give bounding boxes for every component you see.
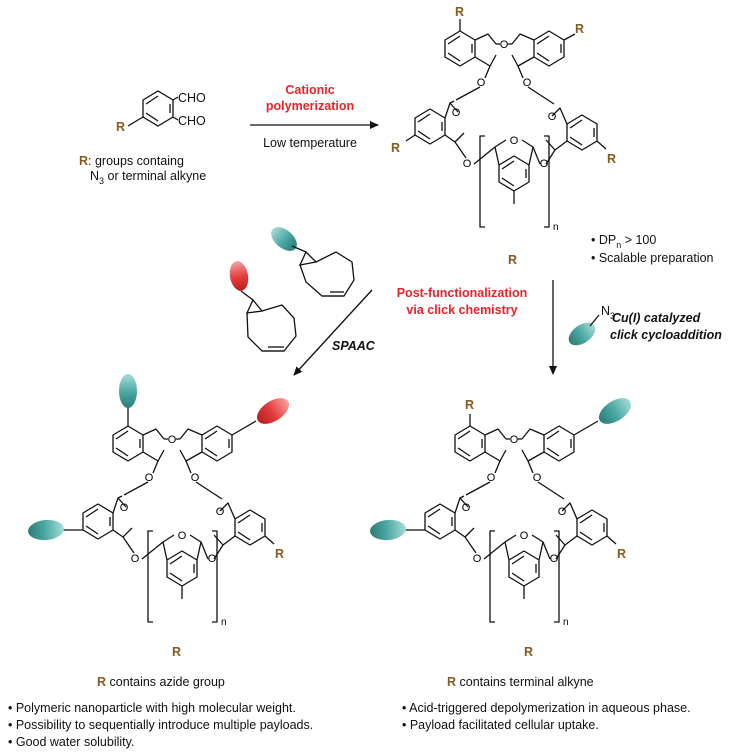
left-product-caption: R contains azide group	[97, 675, 225, 689]
dp-label: • DP	[591, 233, 616, 247]
right-bullet: • Payload facilitated cellular uptake.	[402, 718, 599, 732]
monomer-caption: R: groups containg	[79, 154, 184, 168]
red-payload	[256, 398, 290, 424]
product-right: R R R	[370, 398, 632, 659]
caption-r: R	[79, 154, 88, 168]
r-group-label: R	[508, 253, 517, 267]
left-caption: R contains azide group • Polymeric nanop…	[8, 675, 313, 749]
polymer-top-features: • DPn > 100 • Scalable preparation	[591, 233, 714, 265]
cho-label: CHO	[178, 114, 206, 128]
dp-value: > 100	[621, 233, 656, 247]
teal-payload	[598, 398, 632, 424]
right-bullet: • Acid-triggered depolymerization in aqu…	[402, 701, 691, 715]
r-group-label: R	[455, 5, 464, 19]
caption-r: R	[97, 675, 106, 689]
r-group-label: R	[607, 152, 616, 166]
dp-bullet: • DPn > 100	[591, 233, 656, 250]
product-left: R R	[28, 374, 290, 659]
spaac-label: SPAAC	[332, 339, 376, 353]
left-bullet: • Polymeric nanoparticle with high molec…	[8, 701, 296, 715]
r-group-label: R	[172, 645, 181, 659]
r-group-label: R	[465, 398, 474, 412]
r-group-label: R	[524, 645, 533, 659]
r-group-label: R	[116, 120, 125, 134]
right-caption: R contains terminal alkyne • Acid-trigge…	[402, 675, 691, 732]
left-bullet: • Possibility to sequentially introduce …	[8, 718, 313, 732]
caption-text: contains terminal alkyne	[456, 675, 594, 689]
monomer-caption-line2: N3 or terminal alkyne	[90, 169, 206, 186]
monomer-structure: CHO CHO R R: groups containg N3 or termi…	[79, 90, 206, 186]
r-group-label: R	[275, 547, 284, 561]
left-bullet: • Good water solubility.	[8, 735, 134, 749]
polymerization-arrow: Cationic polymerization Low temperature	[250, 83, 379, 150]
caption-r: R	[447, 675, 456, 689]
r-group-label: R	[391, 141, 400, 155]
right-product-caption: R contains terminal alkyne	[447, 675, 594, 689]
caption-text-2: or terminal alkyne	[104, 169, 206, 183]
caption-text: : groups containg	[88, 154, 184, 168]
n-subscript: 3	[99, 176, 104, 186]
scalable-bullet: • Scalable preparation	[591, 251, 714, 265]
azide-label: N3	[601, 304, 615, 321]
step2-title: Post-functionalization	[397, 286, 528, 300]
azide-n: N	[601, 304, 610, 318]
step1-subtitle: Low temperature	[263, 136, 357, 150]
cu-catalyzed-label-2: click cycloaddition	[610, 328, 722, 342]
step1-title: Cationic	[285, 83, 334, 97]
caption-text: contains azide group	[106, 675, 225, 689]
step1-title-2: polymerization	[266, 99, 354, 113]
r-group-label: R	[617, 547, 626, 561]
teal-payload	[28, 519, 64, 541]
azide-sub: 3	[610, 311, 615, 321]
bcn-reagent-teal	[271, 227, 355, 297]
n-label: N	[90, 169, 99, 183]
polymer-top: R R R R R	[391, 5, 616, 267]
click-chemistry-arrows: Post-functionalization via click chemist…	[293, 280, 722, 376]
r-group-label: R	[575, 22, 584, 36]
teal-payload	[370, 519, 406, 541]
step2-title-2: via click chemistry	[406, 303, 517, 317]
teal-payload	[119, 374, 137, 408]
cu-catalyzed-label: Cu(I) catalyzed	[612, 311, 701, 325]
dp-subscript: n	[616, 240, 621, 250]
cho-label: CHO	[178, 91, 206, 105]
bcn-reagent-red	[229, 261, 297, 352]
